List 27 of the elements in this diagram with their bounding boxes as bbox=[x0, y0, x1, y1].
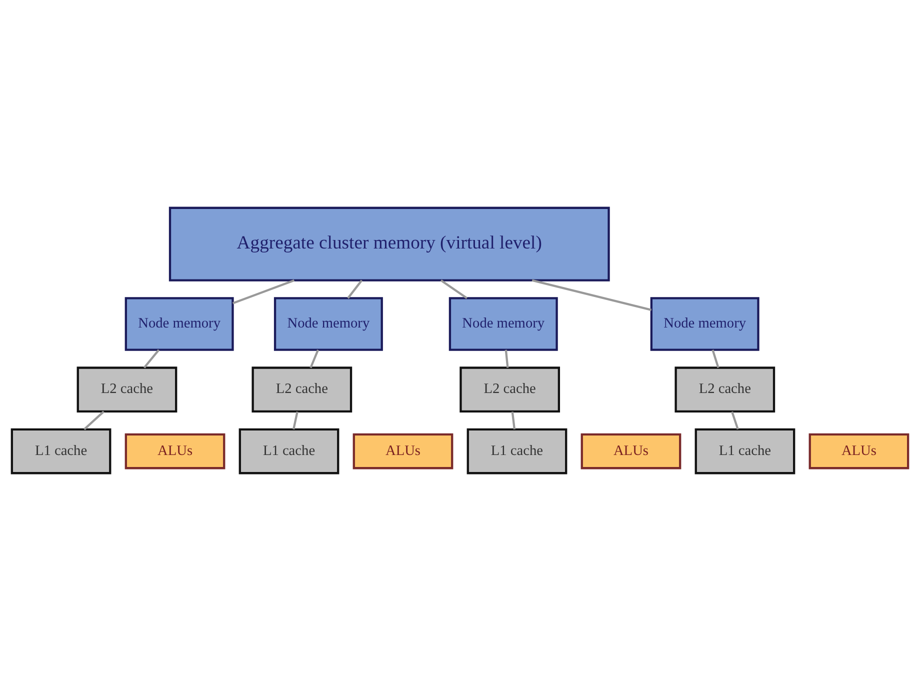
node-box: L1 cache bbox=[466, 428, 568, 474]
node-box: ALUs bbox=[580, 432, 682, 469]
connector bbox=[143, 348, 160, 368]
connector bbox=[84, 410, 104, 430]
node-box: ALUs bbox=[808, 432, 910, 469]
node-box: L2 cache bbox=[252, 366, 352, 412]
node-box: Node memory bbox=[650, 296, 760, 350]
node-box: Node memory bbox=[448, 296, 558, 350]
node-box: Node memory bbox=[124, 296, 234, 350]
node-box: Node memory bbox=[274, 296, 383, 350]
connector bbox=[731, 410, 739, 430]
node-box: ALUs bbox=[352, 432, 454, 469]
connector bbox=[292, 411, 298, 429]
connector bbox=[712, 349, 720, 368]
connector bbox=[232, 278, 295, 304]
connector bbox=[347, 279, 363, 298]
node-box: L2 cache bbox=[76, 366, 178, 412]
node-box: L1 cache bbox=[694, 428, 796, 474]
node-box: L1 cache bbox=[238, 428, 340, 474]
connector bbox=[504, 349, 509, 368]
node-box: ALUs bbox=[124, 432, 226, 469]
node-box: L1 cache bbox=[10, 428, 112, 474]
node-box: Aggregate cluster memory (virtual level) bbox=[168, 206, 610, 281]
connector bbox=[511, 411, 516, 429]
connector bbox=[310, 349, 320, 368]
node-box: L2 cache bbox=[674, 366, 776, 412]
node-box: L2 cache bbox=[460, 366, 560, 412]
